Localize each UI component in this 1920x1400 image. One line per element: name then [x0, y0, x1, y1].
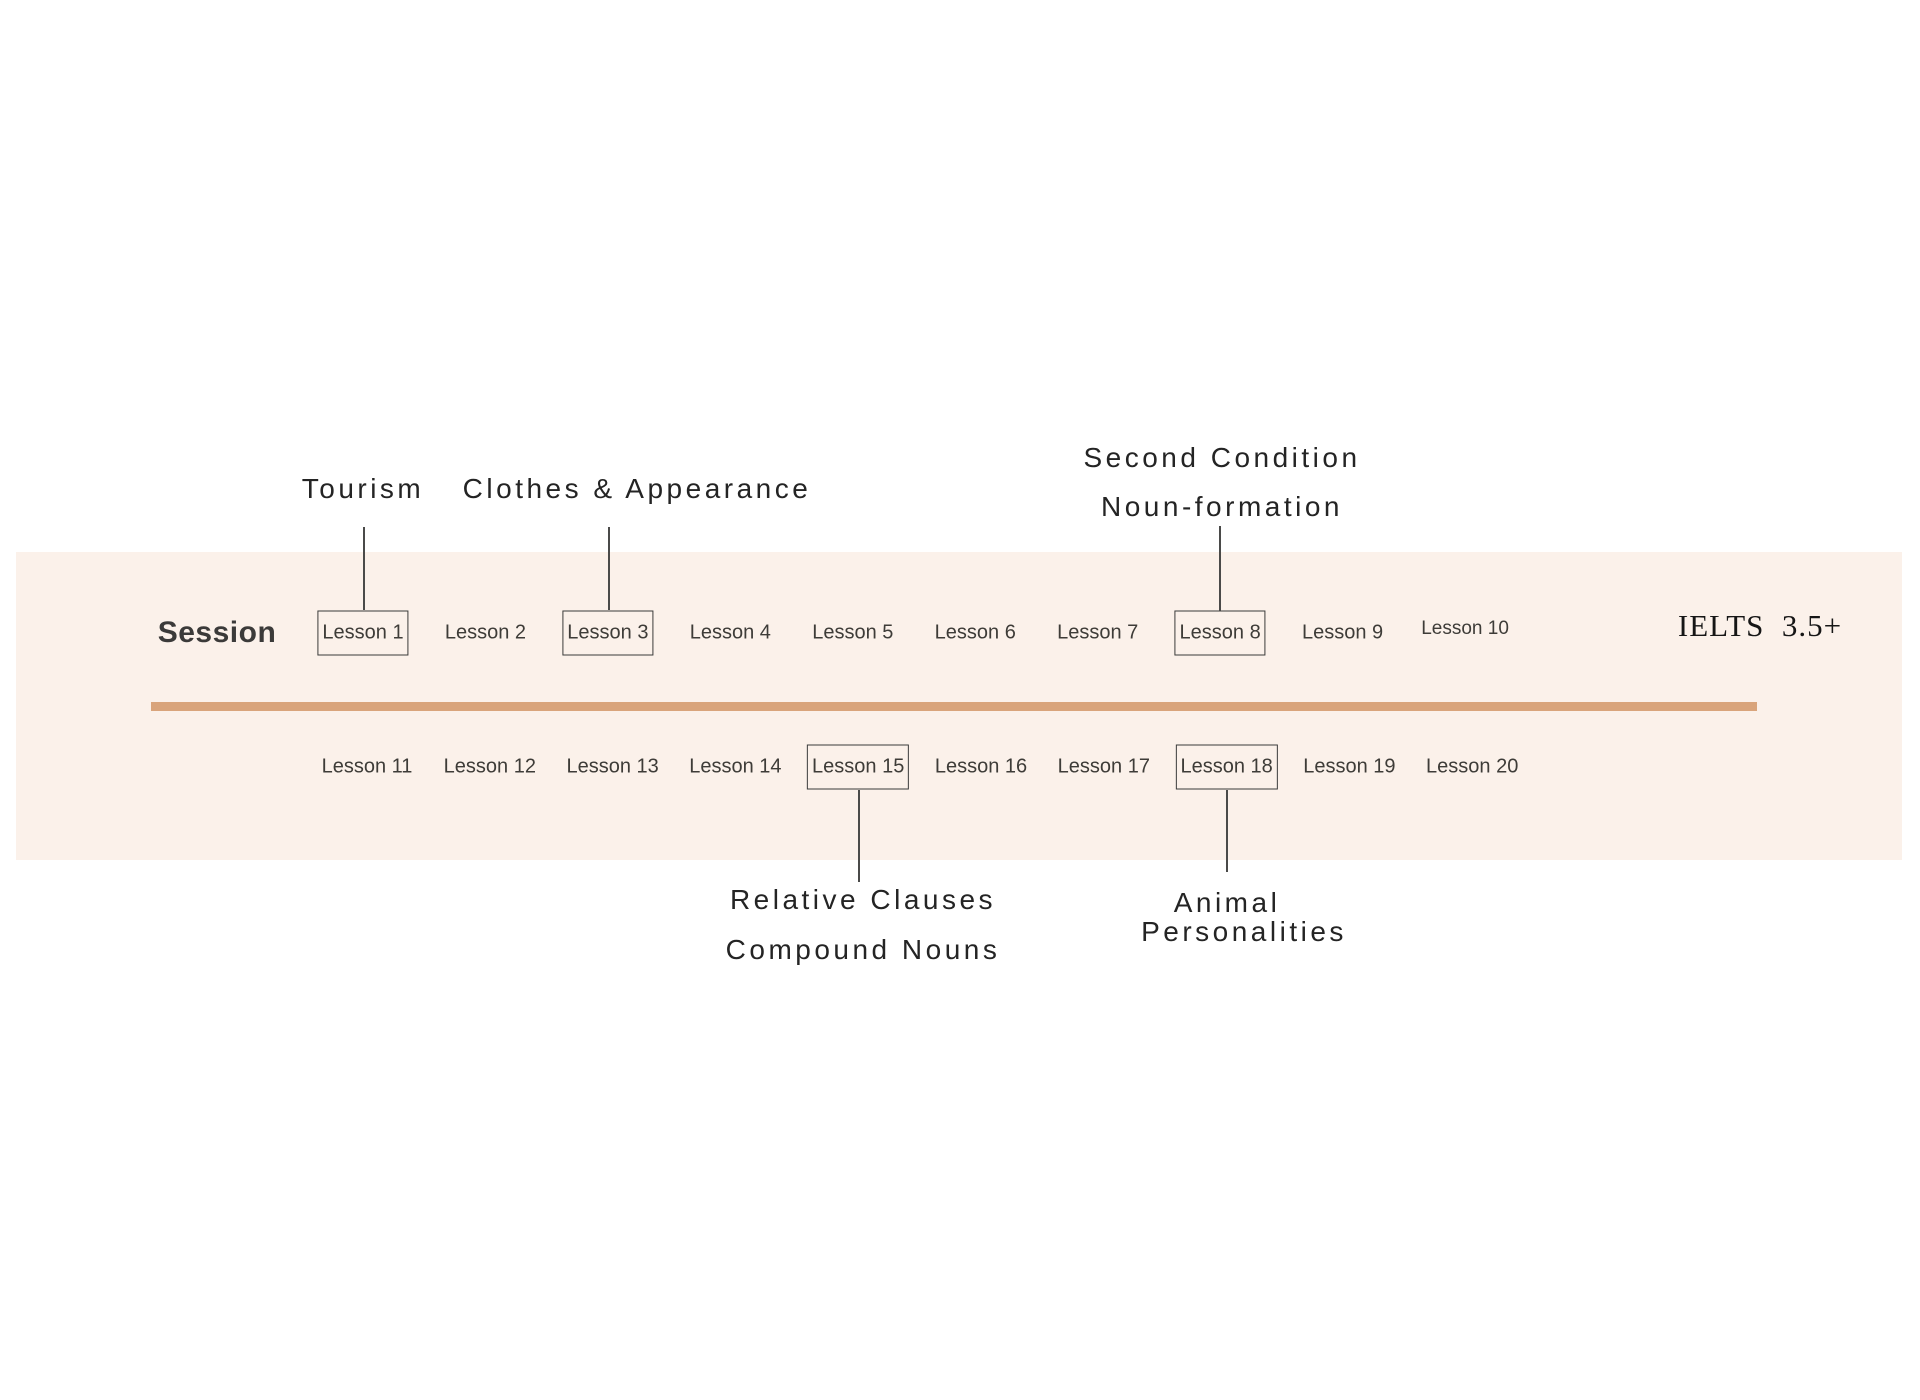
callout-text: Personalities [1141, 916, 1347, 947]
callout-text: Clothes & Appearance [462, 473, 812, 504]
lesson-item: Lesson 14 [689, 755, 782, 778]
callout-connector-lesson15 [858, 790, 860, 882]
lesson-item: Lesson 10 [1421, 618, 1509, 639]
callout-lesson15-topic: Relative Clauses Compound Nouns [726, 875, 1001, 975]
lesson-item: Lesson 9 [1302, 621, 1384, 644]
callout-lesson18-topic: Animal Personalities [1133, 888, 1343, 946]
lesson-item: Lesson 20 [1426, 755, 1519, 778]
callout-connector-lesson18 [1226, 790, 1228, 872]
lesson-item: Lesson 3 [562, 610, 654, 656]
callout-connector-lesson3 [608, 527, 610, 610]
lesson-item: Lesson 4 [689, 621, 771, 644]
lesson-item: Lesson 12 [443, 755, 536, 778]
callout-text: Tourism [301, 473, 425, 504]
callout-text: Animal [1173, 887, 1281, 918]
lesson-item: Lesson 15 [807, 744, 910, 790]
lesson-item: Lesson 19 [1303, 755, 1396, 778]
callout-text: Compound Nouns [725, 934, 1001, 965]
callout-text: Relative Clauses [729, 884, 997, 915]
lesson-item: Lesson 18 [1175, 744, 1278, 790]
lesson-item: Lesson 7 [1057, 621, 1139, 644]
callout-text: Second Condition [1083, 442, 1361, 473]
lesson-item: Lesson 13 [566, 755, 659, 778]
lesson-item: Lesson 17 [1057, 755, 1150, 778]
course-level-label: IELTS 3.5+ [1677, 608, 1843, 643]
callout-lesson1-topic: Tourism [302, 473, 425, 505]
lesson-item: Lesson 11 [321, 755, 413, 778]
callout-lesson3-topic: Clothes & Appearance [463, 473, 812, 505]
callout-lesson8-topic: Second Condition Noun-formation [1083, 433, 1360, 531]
callout-connector-lesson8 [1219, 526, 1221, 611]
session-title: Session [157, 616, 277, 649]
lesson-item: Lesson 8 [1174, 610, 1266, 656]
lesson-item: Lesson 5 [812, 621, 894, 644]
lesson-item: Lesson 2 [444, 621, 527, 644]
timeline-divider [151, 702, 1757, 711]
callout-text: Noun-formation [1101, 491, 1343, 522]
lesson-item: Lesson 16 [934, 755, 1028, 778]
lesson-item: Lesson 1 [317, 610, 409, 656]
lesson-item: Lesson 6 [934, 621, 1016, 644]
callout-connector-lesson1 [363, 527, 365, 610]
